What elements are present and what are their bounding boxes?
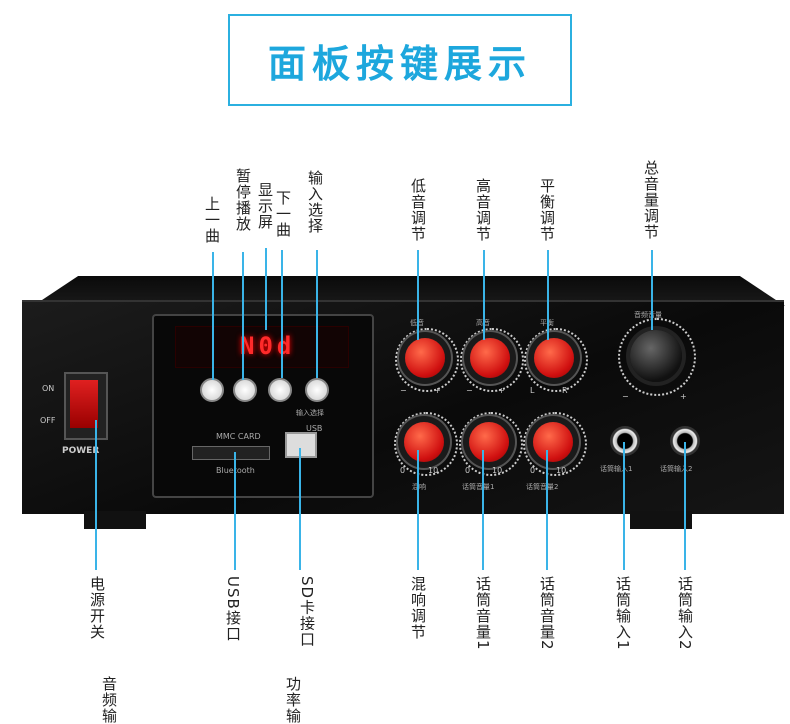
label-next: 下一曲 xyxy=(274,190,292,238)
leader-display xyxy=(265,248,267,330)
leader-mic-vol1 xyxy=(482,450,484,570)
master-minus: − xyxy=(622,392,629,401)
sd-card-slot[interactable] xyxy=(192,446,270,460)
balance-knob[interactable] xyxy=(534,338,574,378)
leader-next xyxy=(281,250,283,378)
label-balance: 平衡调节 xyxy=(538,178,556,242)
off-label: OFF xyxy=(40,416,56,425)
echo-knob[interactable] xyxy=(404,422,444,462)
leader-mic-vol2 xyxy=(546,450,548,570)
power-label: POWER xyxy=(62,446,100,456)
power-switch[interactable] xyxy=(70,380,98,428)
leader-prev xyxy=(212,252,214,380)
bass-scale xyxy=(395,328,459,392)
leader-sd xyxy=(234,452,236,570)
leader-mic-in2 xyxy=(684,442,686,570)
echo-small-label: 混响 xyxy=(412,483,426,491)
prev-button[interactable] xyxy=(200,378,224,402)
mic-in1-small-label: 话筒输入1 xyxy=(600,465,633,473)
label-input-select: 输入选择 xyxy=(306,170,324,234)
mic-input1-jack[interactable] xyxy=(610,426,640,456)
leader-usb xyxy=(299,448,301,570)
label-play-pause: 暂停播放 xyxy=(234,168,252,232)
amp-foot-right xyxy=(630,511,692,529)
label-mic-volume2: 话筒音量2 xyxy=(538,576,556,651)
treble-plus: + xyxy=(498,386,505,395)
next-button[interactable] xyxy=(268,378,292,402)
label-sd-port: SD卡接口 xyxy=(298,576,316,648)
input-select-button[interactable] xyxy=(305,378,329,402)
usb-port[interactable] xyxy=(285,432,317,458)
bass-plus: + xyxy=(434,386,441,395)
echo-scale-0: 0 xyxy=(400,466,406,475)
treble-knob[interactable] xyxy=(470,338,510,378)
mic-volume1-knob[interactable] xyxy=(469,422,509,462)
balance-r: R xyxy=(562,386,568,395)
page-title: 面板按键展示 xyxy=(267,41,532,86)
treble-scale xyxy=(460,328,524,392)
mmc-card-label: MMC CARD xyxy=(216,432,261,441)
label-treble: 高音调节 xyxy=(474,178,492,242)
label-display-screen: 显示屏 xyxy=(256,182,274,230)
label-power-output: 功率输 xyxy=(284,676,302,724)
label-audio-input: 音频输 xyxy=(100,676,118,724)
leader-treble xyxy=(483,250,485,340)
master-plus: + xyxy=(680,392,687,401)
treble-minus: − xyxy=(466,386,473,395)
mic-volume2-knob[interactable] xyxy=(533,422,573,462)
mic-vol2-scale xyxy=(523,412,587,476)
led-display xyxy=(175,326,349,368)
label-usb-port: USB接口 xyxy=(224,576,242,642)
mic-vol1-scale-10: 10 xyxy=(492,466,503,475)
title-box: 面板按键展示 xyxy=(228,14,572,106)
mic-vol2-scale-0: 0 xyxy=(530,466,536,475)
balance-scale xyxy=(524,328,588,392)
master-scale xyxy=(618,318,696,396)
leader-play-pause xyxy=(242,252,244,380)
usb-label: USB xyxy=(306,424,323,433)
amp-foot-left xyxy=(84,511,146,529)
master-small-label: 音频音量 xyxy=(634,311,662,319)
label-mic-input1: 话筒输入1 xyxy=(614,576,632,651)
label-power-switch: 电源开关 xyxy=(88,576,106,640)
leader-balance xyxy=(547,250,549,340)
master-volume-knob[interactable] xyxy=(630,330,682,382)
bass-minus: − xyxy=(400,386,407,395)
leader-bass xyxy=(417,250,419,340)
label-prev: 上一曲 xyxy=(203,196,221,244)
mic-in2-small-label: 话筒输入2 xyxy=(660,465,693,473)
label-mic-volume1: 话筒音量1 xyxy=(474,576,492,651)
leader-master xyxy=(651,250,653,330)
echo-scale xyxy=(394,412,458,476)
mic-vol1-small-label: 话筒音量1 xyxy=(462,483,495,491)
mic-vol1-scale xyxy=(459,412,523,476)
label-master-volume: 总音量调节 xyxy=(642,160,660,240)
balance-l: L xyxy=(530,386,535,395)
play-pause-button[interactable] xyxy=(233,378,257,402)
label-bass: 低音调节 xyxy=(409,178,427,242)
leader-input-select xyxy=(316,250,318,378)
on-label: ON xyxy=(42,384,55,393)
mic-vol2-small-label: 话筒音量2 xyxy=(526,483,559,491)
display-text: N0d xyxy=(240,332,296,360)
leader-mic-in1 xyxy=(623,442,625,570)
input-select-small-label: 输入选择 xyxy=(296,409,324,417)
mic-vol1-scale-0: 0 xyxy=(465,466,471,475)
leader-power xyxy=(95,420,97,570)
bass-knob[interactable] xyxy=(405,338,445,378)
echo-scale-10: 10 xyxy=(428,466,439,475)
label-echo: 混响调节 xyxy=(409,576,427,640)
leader-echo xyxy=(417,450,419,570)
label-mic-input2: 话筒输入2 xyxy=(676,576,694,651)
mic-vol2-scale-10: 10 xyxy=(556,466,567,475)
